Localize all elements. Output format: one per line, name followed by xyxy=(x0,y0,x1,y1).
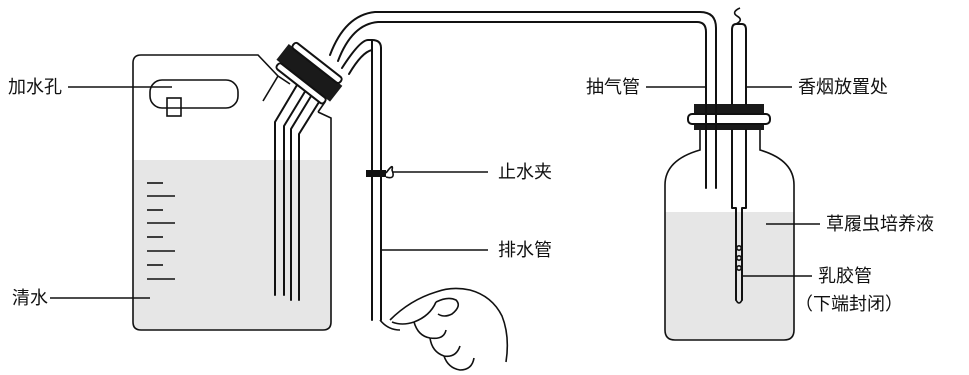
culture-bottle xyxy=(664,104,795,341)
label-drain-tube: 排水管 xyxy=(381,240,552,261)
svg-text:抽气管: 抽气管 xyxy=(586,77,640,98)
label-clean-water: 清水 xyxy=(12,288,150,309)
svg-text:香烟放置处: 香烟放置处 xyxy=(798,77,888,98)
svg-text:草履虫培养液: 草履虫培养液 xyxy=(826,214,934,235)
suction-tube xyxy=(705,77,717,189)
latex-tube-note: （下端封闭） xyxy=(795,294,903,315)
label-cigarette-place: 香烟放置处 xyxy=(746,77,888,98)
svg-text:清水: 清水 xyxy=(12,288,48,309)
bottle-outline xyxy=(664,127,795,341)
hand-illustration xyxy=(379,287,509,371)
svg-text:乳胶管: 乳胶管 xyxy=(818,266,872,287)
upper-tubes xyxy=(329,11,717,321)
cigarette-tube xyxy=(731,7,747,304)
label-latex-tube: 乳胶管 （下端封闭） xyxy=(742,266,903,315)
label-fill-hole: 加水孔 xyxy=(8,77,172,98)
fill-hole-cap xyxy=(166,97,182,117)
tank-inner-tubes xyxy=(274,79,325,301)
label-paramecium-culture: 草履虫培养液 xyxy=(766,214,934,235)
stop-clamp xyxy=(366,165,394,179)
tank-water xyxy=(133,160,331,330)
fill-hole xyxy=(149,79,239,109)
label-suction-tube: 抽气管 xyxy=(586,77,706,98)
culture-liquid xyxy=(665,212,794,340)
graduation-marks xyxy=(147,182,175,280)
water-tank xyxy=(132,54,332,331)
svg-text:止水夹: 止水夹 xyxy=(498,162,552,183)
tank-stopper xyxy=(275,41,343,105)
tank-outline xyxy=(132,54,332,331)
svg-text:加水孔: 加水孔 xyxy=(8,77,62,98)
svg-text:排水管: 排水管 xyxy=(498,240,552,261)
label-stop-clamp: 止水夹 xyxy=(392,162,552,183)
